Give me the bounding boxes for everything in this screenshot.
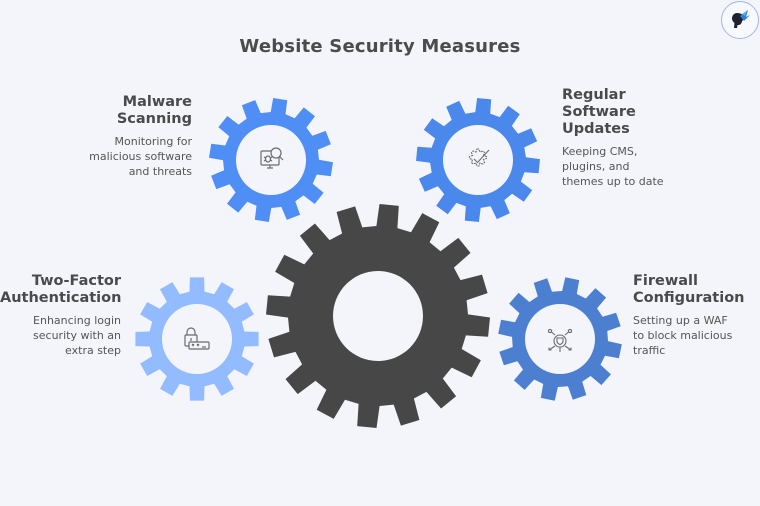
updates-heading: Regular Software Updates xyxy=(562,87,636,137)
firewall-label: Firewall Configuration Setting up a WAF … xyxy=(633,273,760,358)
logo xyxy=(721,1,759,39)
page-title: Website Security Measures xyxy=(239,36,521,57)
central-gear xyxy=(266,204,490,428)
firewall-heading: Firewall Configuration xyxy=(633,273,745,306)
twofactor-heading: Two-Factor Authentication xyxy=(0,273,122,306)
profile-logo-icon xyxy=(732,10,750,28)
malware-scanning-label: Malware Scanning Monitoring for maliciou… xyxy=(60,94,192,179)
monitor-bug-search-icon xyxy=(260,147,284,169)
malware-description: Monitoring for malicious software and th… xyxy=(89,135,192,178)
firewall-description: Setting up a WAF to block malicious traf… xyxy=(633,314,733,357)
two-factor-label: Two-Factor Authentication Enhancing logi… xyxy=(0,273,121,358)
software-updates-label: Regular Software Updates Keeping CMS, pl… xyxy=(562,87,702,189)
updates-description: Keeping CMS, plugins, and themes up to d… xyxy=(562,145,664,188)
twofactor-description: Enhancing login security with an extra s… xyxy=(33,314,121,357)
shield-network-icon xyxy=(547,328,573,352)
software-updates-gear xyxy=(416,98,540,222)
firewall-gear xyxy=(498,277,622,401)
malware-heading: Malware Scanning xyxy=(116,94,192,127)
lock-password-icon xyxy=(184,327,210,350)
gear-check-icon xyxy=(468,148,490,167)
